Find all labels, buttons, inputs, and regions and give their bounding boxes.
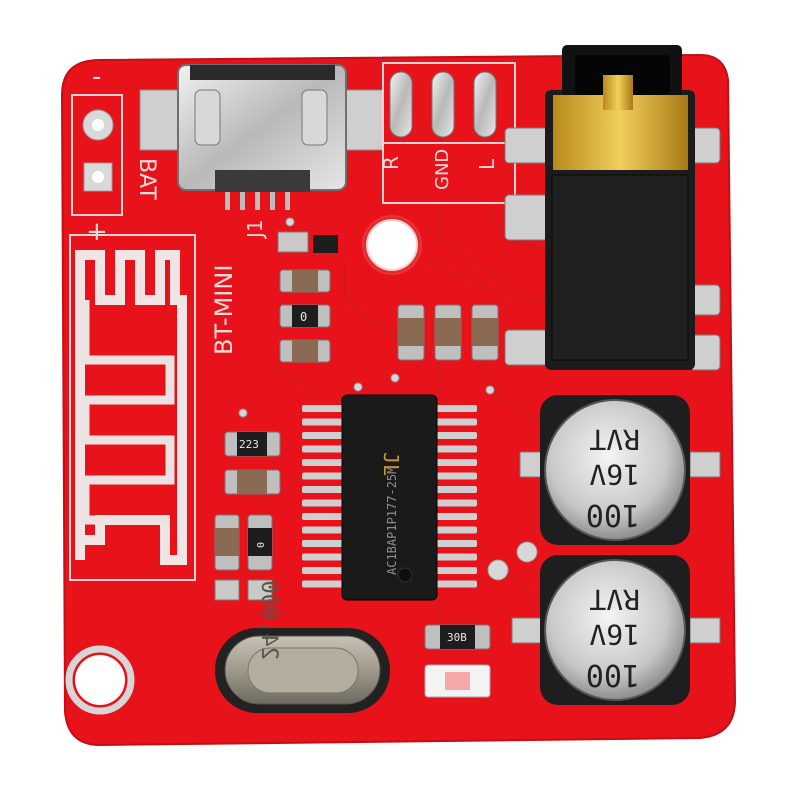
ic-pin-right	[435, 580, 477, 588]
ic-pin-right	[435, 540, 477, 547]
j1-label: J1	[243, 219, 267, 240]
capacitor-bottom-voltage: 16V	[589, 618, 640, 651]
right-channel-label: R	[379, 156, 403, 170]
smd-row-vertical	[397, 304, 499, 361]
audio-jack	[504, 45, 721, 371]
ic-pin-left	[302, 580, 344, 588]
capacitor-bottom-value: 100	[586, 657, 640, 692]
capacitor-bottom-brand: RVT	[589, 583, 640, 616]
ic-pin-right	[435, 459, 477, 466]
model-label: BT-MINI	[210, 265, 238, 355]
ic-pin-right	[435, 553, 477, 561]
ic-pin-left	[302, 526, 344, 534]
ic-marking: AC1BAP1P177-25M	[385, 467, 399, 575]
resistor-r3-marking: 0	[256, 542, 267, 548]
ic-pin-right	[435, 418, 477, 426]
ic-pin-left	[302, 459, 344, 466]
ic-pin-right	[435, 567, 477, 574]
smd-cluster-bottom	[424, 624, 491, 698]
ic-pin-right	[435, 513, 477, 520]
ic-pin-right	[435, 486, 477, 493]
mounting-hole-bottom	[65, 645, 135, 715]
ic-pin-right	[435, 472, 477, 480]
smd-cluster-left	[214, 431, 281, 601]
capacitor-bottom	[511, 555, 721, 705]
ic-pin-right	[435, 445, 477, 453]
crystal-marking: 24.000	[256, 581, 281, 660]
capacitor-top-voltage: 16V	[589, 458, 640, 491]
ic-pin-left	[302, 499, 344, 507]
micro-usb-connector	[139, 64, 384, 210]
battery-pads	[71, 94, 123, 216]
resistor-r2-marking: 223	[239, 438, 259, 451]
bluetooth-ic	[302, 394, 477, 601]
capacitor-top-brand: RVT	[589, 423, 640, 456]
test-pads	[238, 217, 538, 581]
ic-pin-left	[302, 486, 344, 493]
capacitor-top-value: 100	[586, 497, 640, 532]
crystal-oscillator	[215, 628, 390, 713]
ic-pin-left	[302, 567, 344, 574]
ic-pin-right	[435, 405, 477, 412]
ic-pin-left	[302, 553, 344, 561]
ic-pin-left	[302, 445, 344, 453]
ic-pin-right	[435, 499, 477, 507]
resistor-r1-marking: 0	[300, 310, 307, 324]
ic-pin-left	[302, 405, 344, 412]
resistor-r4-marking: 30B	[447, 631, 467, 644]
plus-label: +	[86, 217, 108, 247]
capacitor-top	[519, 395, 721, 545]
ic-pin-left	[302, 472, 344, 480]
bat-label: BAT	[134, 158, 159, 200]
ic-pin-left	[302, 432, 344, 439]
pcb-antenna-meander	[80, 300, 175, 525]
ic-pin-left	[302, 418, 344, 426]
left-channel-label: L	[475, 158, 499, 170]
ic-logo: JL	[379, 452, 403, 476]
ic-pin-right	[435, 432, 477, 439]
smd-cluster-top	[277, 231, 338, 363]
ic-pin-right	[435, 526, 477, 534]
antenna-outline	[69, 234, 196, 581]
audio-header-pins	[382, 62, 516, 204]
ic-pin-left	[302, 513, 344, 520]
ic-pin-left	[302, 540, 344, 547]
gnd-label: GND	[432, 149, 453, 190]
mounting-hole-top	[362, 215, 422, 275]
minus-label: -	[92, 62, 101, 92]
